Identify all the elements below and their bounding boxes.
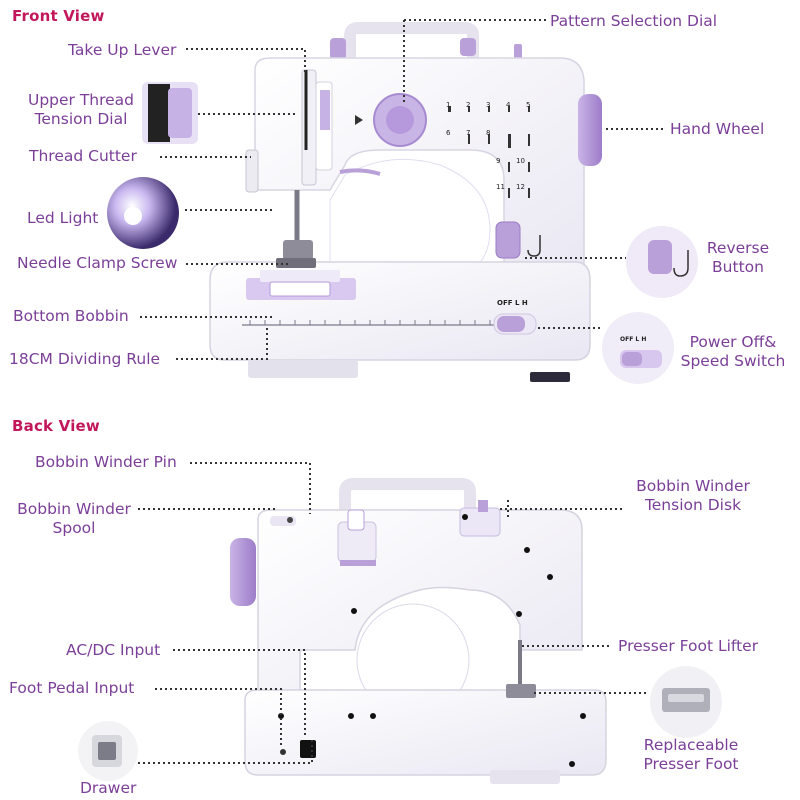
pattern-number-6: 6 bbox=[446, 129, 451, 137]
label-bottom-bobbin: Bottom Bobbin bbox=[13, 307, 129, 325]
pattern-number-7: 7 bbox=[466, 129, 471, 137]
back-view-title: Back View bbox=[12, 417, 100, 435]
label-replaceable-foot-line2: Presser Foot bbox=[643, 755, 739, 773]
upper-tension-inset bbox=[142, 82, 198, 144]
inset-switch-mark-low: L bbox=[635, 336, 640, 343]
label-tension-disk-line1: Bobbin Winder bbox=[636, 477, 750, 495]
front-machine bbox=[209, 22, 602, 382]
front-top-knob-right bbox=[460, 38, 476, 56]
pattern-number-3: 3 bbox=[486, 101, 491, 109]
pattern-number-11: 11 bbox=[496, 183, 505, 191]
label-reverse-button-line1: Reverse bbox=[706, 239, 770, 257]
front-top-knob-left bbox=[330, 38, 346, 60]
pattern-number-4: 4 bbox=[506, 101, 511, 109]
inset-switch-mark-high: H bbox=[641, 336, 647, 343]
label-bobbin-winder-spool: Bobbin Winder Spool bbox=[10, 500, 138, 538]
label-foot-pedal-input: Foot Pedal Input bbox=[9, 679, 135, 697]
label-bobbin-winder-spool-line2: Spool bbox=[52, 519, 96, 537]
switch-mark-off: OFF bbox=[497, 299, 513, 307]
label-thread-cutter: Thread Cutter bbox=[29, 147, 137, 165]
label-replaceable-foot-line1: Replaceable bbox=[643, 736, 739, 754]
back-machine bbox=[230, 478, 607, 784]
switch-mark-low: L bbox=[514, 299, 520, 307]
hand-wheel[interactable] bbox=[578, 94, 602, 166]
label-bobbin-winder-spool-line1: Bobbin Winder bbox=[17, 500, 131, 518]
pattern-number-2: 2 bbox=[466, 101, 471, 109]
front-ruler bbox=[242, 320, 495, 326]
led-light-inset bbox=[107, 177, 179, 249]
inset-switch-marks: OFF L H bbox=[620, 336, 646, 343]
label-upper-thread-tension: Upper Thread Tension Dial bbox=[22, 91, 140, 129]
label-acdc-input: AC/DC Input bbox=[66, 641, 161, 659]
label-power-switch-line2: Speed Switch bbox=[680, 352, 786, 370]
label-power-switch-line1: Power Off& bbox=[689, 333, 777, 351]
label-reverse-button-line2: Button bbox=[712, 258, 764, 276]
reverse-button-inset bbox=[626, 226, 698, 298]
label-bobbin-winder-pin: Bobbin Winder Pin bbox=[35, 453, 177, 471]
label-bobbin-winder-tension-disk: Bobbin Winder Tension Disk bbox=[628, 477, 758, 515]
switch-mark-high: H bbox=[521, 299, 528, 307]
front-view-title: Front View bbox=[12, 7, 105, 25]
drawer-inset bbox=[78, 721, 138, 781]
label-pattern-selection-dial: Pattern Selection Dial bbox=[550, 12, 718, 30]
inset-switch-mark-off: OFF bbox=[620, 336, 634, 343]
label-take-up-lever: Take Up Lever bbox=[68, 41, 177, 59]
label-upper-thread-tension-line2: Tension Dial bbox=[34, 110, 128, 128]
label-presser-foot-lifter: Presser Foot Lifter bbox=[618, 637, 759, 655]
power-switch-inset bbox=[602, 312, 674, 384]
pattern-number-10: 10 bbox=[516, 157, 525, 165]
label-power-switch: Power Off& Speed Switch bbox=[676, 333, 790, 371]
reverse-button-knob[interactable] bbox=[495, 221, 521, 259]
label-hand-wheel: Hand Wheel bbox=[670, 120, 765, 138]
pattern-number-9: 9 bbox=[496, 157, 501, 165]
pattern-number-12: 12 bbox=[516, 183, 525, 191]
front-leader-lines bbox=[140, 19, 666, 360]
label-tension-disk-line2: Tension Disk bbox=[644, 496, 742, 514]
back-leader-lines bbox=[138, 462, 648, 764]
label-led-light: Led Light bbox=[27, 209, 99, 227]
label-needle-clamp-screw: Needle Clamp Screw bbox=[17, 254, 178, 272]
label-replaceable-presser-foot: Replaceable Presser Foot bbox=[636, 736, 746, 774]
label-reverse-button: Reverse Button bbox=[700, 239, 776, 277]
presser-foot-inset bbox=[650, 666, 722, 738]
label-upper-thread-tension-line1: Upper Thread bbox=[27, 91, 135, 109]
pattern-number-8: 8 bbox=[486, 129, 491, 137]
pattern-number-1: 1 bbox=[446, 101, 451, 109]
pattern-number-5: 5 bbox=[526, 101, 531, 109]
switch-marks: OFF L H bbox=[497, 299, 528, 307]
label-drawer: Drawer bbox=[80, 779, 137, 797]
label-dividing-rule: 18CM Dividing Rule bbox=[9, 350, 161, 368]
